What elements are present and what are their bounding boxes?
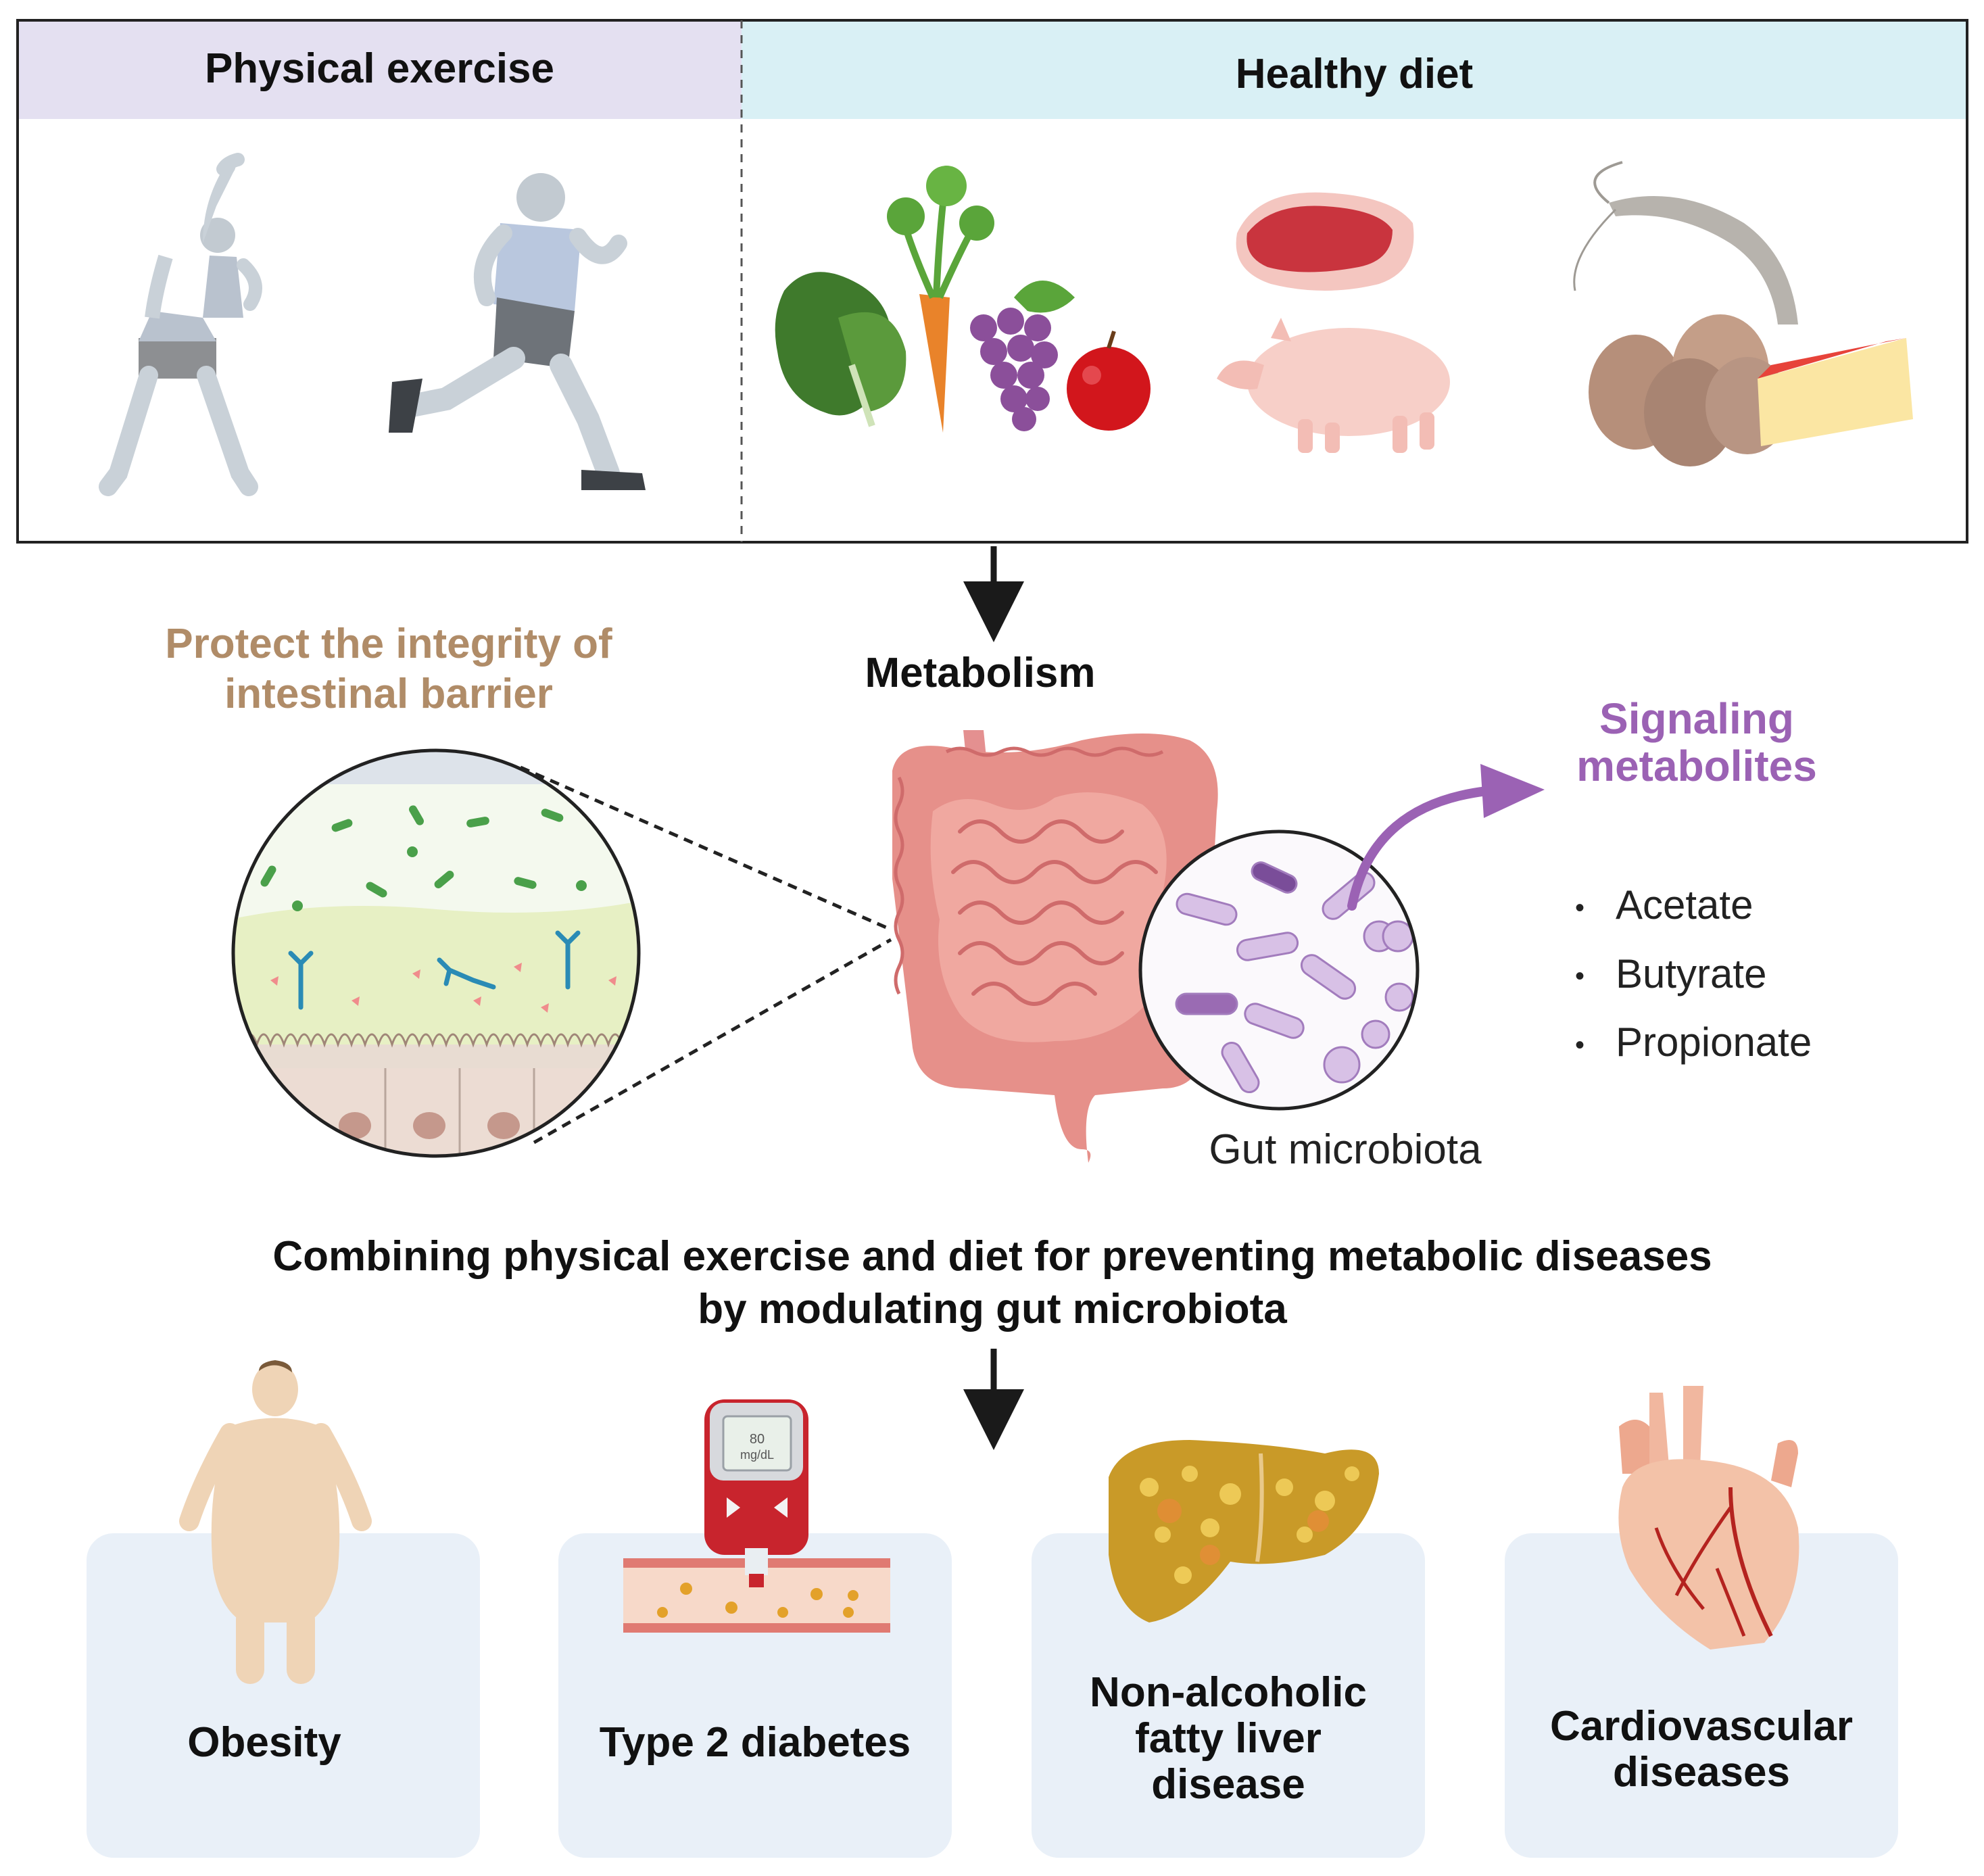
signaling-arrowhead [1480,764,1545,818]
disease-label-cardio: Cardiovascular diseases [1550,1703,1853,1796]
metabolite-item: Butyrate [1575,941,1812,1010]
running-person-icon [389,173,646,490]
zoom-callout-line-top [519,765,892,932]
glucometer-unit: mg/dL [740,1448,775,1462]
metabolite-item: Propionate [1575,1009,1812,1078]
metabolism-label: Metabolism [865,650,1096,696]
panel-border [16,19,1968,544]
intestine-icon [892,730,1218,1163]
obese-person-icon [179,1360,372,1684]
stretching-person-icon [99,153,262,496]
fatty-liver-icon [1109,1440,1379,1622]
shrimp-eggs-cheese-icon [1573,161,1913,466]
gut-microbiota-circle-icon [1138,829,1420,1111]
disease-label-diabetes: Type 2 diabetes [599,1719,911,1766]
card-bg-liver [1032,1533,1425,1858]
heart-icon [1618,1386,1799,1650]
vegetables-fruit-icon [775,166,1151,433]
intestinal-barrier-zoom-icon [231,748,641,1158]
glucometer-vessel-icon [623,1399,890,1633]
card-bg-cardio [1505,1533,1898,1858]
glucometer-value: 80 [749,1432,765,1447]
exercise-header-bg [18,20,742,119]
exercise-header: Physical exercise [204,45,555,92]
disease-label-liver: Non-alcoholic fatty liver disease [1090,1669,1367,1808]
diet-header-bg [742,20,1967,119]
zoom-callout-line-bottom [533,938,892,1145]
lifestyle-panel [16,19,1968,544]
metabolite-item: Acetate [1575,872,1812,941]
card-bg-obesity [87,1533,480,1858]
gut-microbiota-label: Gut microbiota [1209,1126,1482,1173]
summary-statement: Combining physical exercise and diet for… [272,1233,1712,1332]
disease-label-obesity: Obesity [187,1719,341,1766]
meat-pig-icon [1217,192,1450,453]
signaling-arrow [1347,786,1492,911]
metabolite-list: Acetate Butyrate Propionate [1575,872,1812,1078]
diet-header: Healthy diet [1235,51,1474,97]
barrier-label: Protect the integrity of intestinal barr… [165,621,612,717]
signaling-label: Signaling metabolites [1576,694,1817,790]
